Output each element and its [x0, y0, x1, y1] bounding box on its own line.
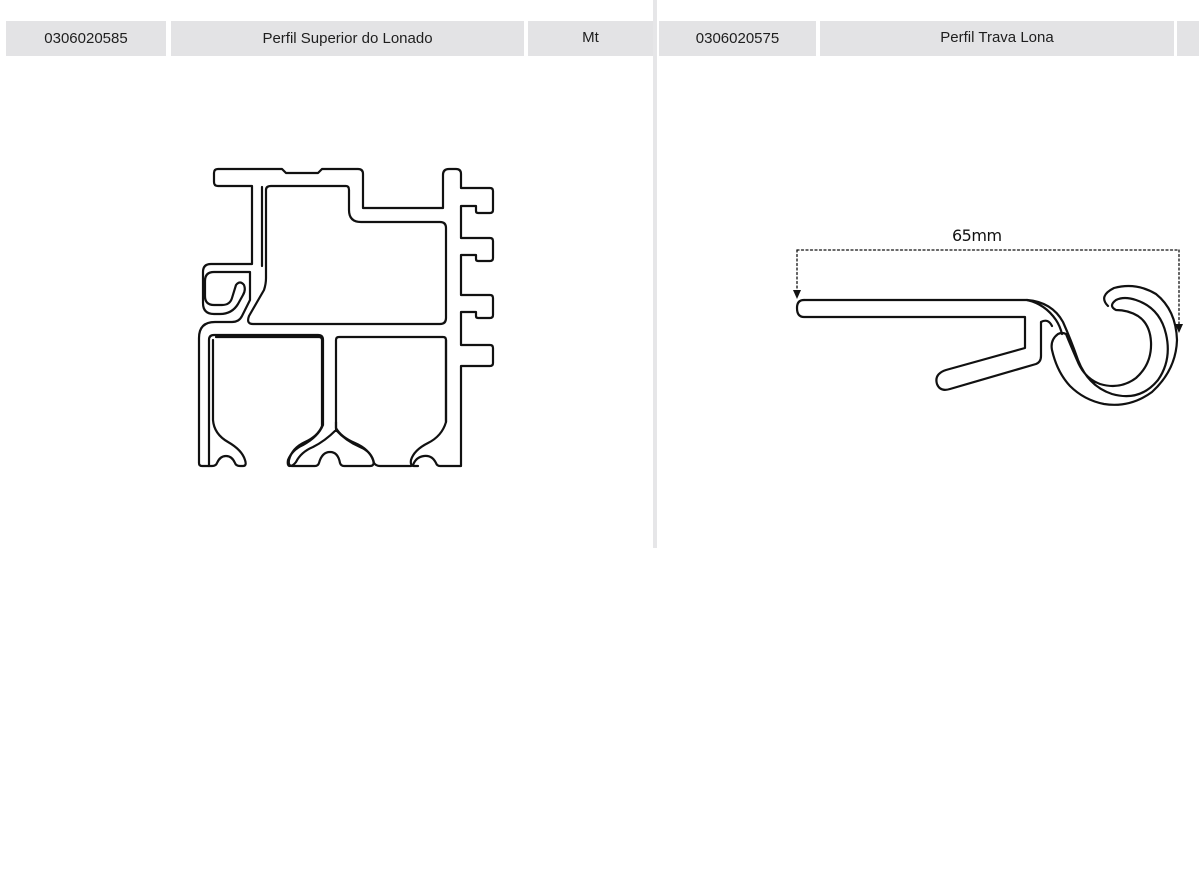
- left-product-code: 0306020585: [44, 30, 128, 47]
- left-product-unit: Mt: [582, 29, 599, 46]
- left-name-cell: Perfil Superior do Lonado: [171, 21, 524, 56]
- column-divider: [653, 0, 657, 548]
- left-product-name: Perfil Superior do Lonado: [262, 30, 433, 47]
- right-product-name: Perfil Trava Lona: [940, 29, 1054, 46]
- trava-lona-drawing: [795, 249, 1180, 406]
- arrow-left: [793, 290, 801, 299]
- trava-lona-arm: [795, 298, 1054, 391]
- upper-profile-drawing: [197, 167, 495, 468]
- trava-lona-inner: [1025, 298, 1064, 336]
- dimension-label: 65mm: [952, 226, 1002, 245]
- right-unit-cell: [1177, 21, 1199, 56]
- left-unit-cell: Mt: [528, 21, 653, 56]
- lower-left-chamber: [214, 335, 448, 468]
- trava-lona-outline: [802, 284, 1179, 406]
- right-product-code: 0306020575: [695, 30, 780, 47]
- left-code-cell: 0306020585: [6, 21, 166, 56]
- upper-chamber: [247, 184, 448, 326]
- dimension-arrows: [793, 290, 1183, 333]
- arrow-right: [1175, 324, 1183, 333]
- right-name-cell: Perfil Trava Lona: [820, 21, 1174, 56]
- right-code-cell: 0306020575: [659, 21, 816, 56]
- upper-profile-outline: [197, 167, 495, 468]
- lower-left-inner: [207, 338, 247, 468]
